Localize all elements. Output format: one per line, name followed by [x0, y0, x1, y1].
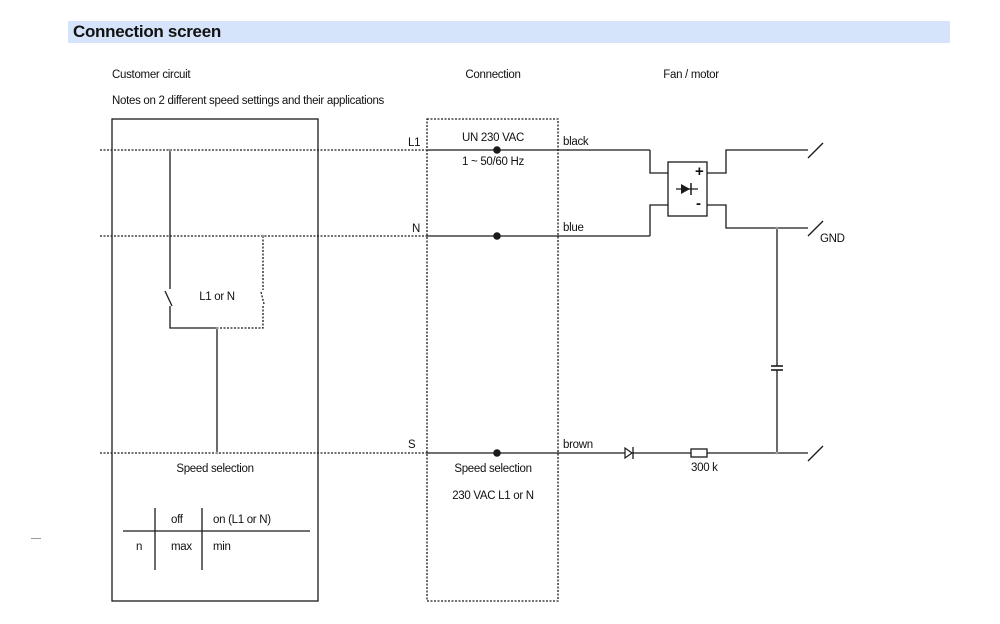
wire-s-color: brown [563, 439, 593, 451]
terminal-s-label: S [408, 439, 416, 451]
break-mark-s [807, 445, 824, 462]
customer-speed-selection-label: Speed selection [176, 463, 254, 475]
page-title: Connection screen [73, 22, 221, 41]
terminal-l1-label: L1 [408, 137, 421, 149]
rectifier-plus-wire [707, 149, 808, 174]
section-header: Connection screen [68, 21, 950, 43]
supply-voltage-label: UN 230 VAC [462, 132, 524, 144]
customer-circuit-box [111, 118, 319, 602]
terminal-n-label: N [412, 223, 421, 235]
n-switch-return [217, 306, 264, 329]
s-terminal-dot [493, 449, 501, 457]
wire-n-color: blue [563, 222, 584, 234]
n-terminal-dot [493, 232, 501, 240]
rectifier-minus-wire [707, 204, 808, 229]
wire-l1-color: black [563, 136, 589, 148]
rectifier-l1-wire [649, 150, 668, 174]
connection-label: Connection [465, 69, 521, 81]
table-row-label: n [136, 541, 143, 553]
connection-speed-selection-label: Speed selection [454, 463, 532, 475]
table-cell-max: max [171, 541, 192, 553]
resistor-icon [690, 448, 708, 458]
junction-switch [215, 326, 219, 330]
plus-sign: + [695, 163, 704, 180]
table-header-on: on (L1 or N) [213, 514, 271, 526]
rectifier-n-wire [649, 204, 668, 236]
fan-motor-label: Fan / motor [663, 69, 719, 81]
l1-switch-contact [164, 290, 173, 307]
n-switch-contact [260, 291, 265, 305]
connection-box [426, 118, 559, 602]
junction-cap [775, 451, 779, 455]
junction-l1 [168, 148, 172, 152]
margin-mark [31, 538, 41, 539]
break-mark-plus [807, 142, 824, 159]
rectifier-diode-icon [676, 183, 698, 195]
junction-gnd [775, 226, 779, 230]
l1-switch-return [169, 306, 217, 329]
gnd-label: GND [820, 233, 845, 245]
junction-n [261, 234, 265, 238]
minus-sign: - [696, 195, 701, 212]
table-header-off: off [171, 514, 183, 526]
resistor-label: 300 k [691, 462, 718, 474]
connection-speed-note: 230 VAC L1 or N [452, 490, 534, 502]
notes-label: Notes on 2 different speed settings and … [112, 95, 384, 107]
rectifier-box [667, 161, 708, 217]
supply-frequency-label: 1 ~ 50/60 Hz [462, 156, 524, 168]
junction-s [215, 451, 219, 455]
break-mark-gnd [807, 220, 824, 237]
switch-label: L1 or N [199, 291, 235, 303]
diode-icon [624, 446, 634, 460]
customer-circuit-label: Customer circuit [112, 69, 191, 81]
l1-terminal-dot [493, 146, 501, 154]
table-cell-min: min [213, 541, 231, 553]
